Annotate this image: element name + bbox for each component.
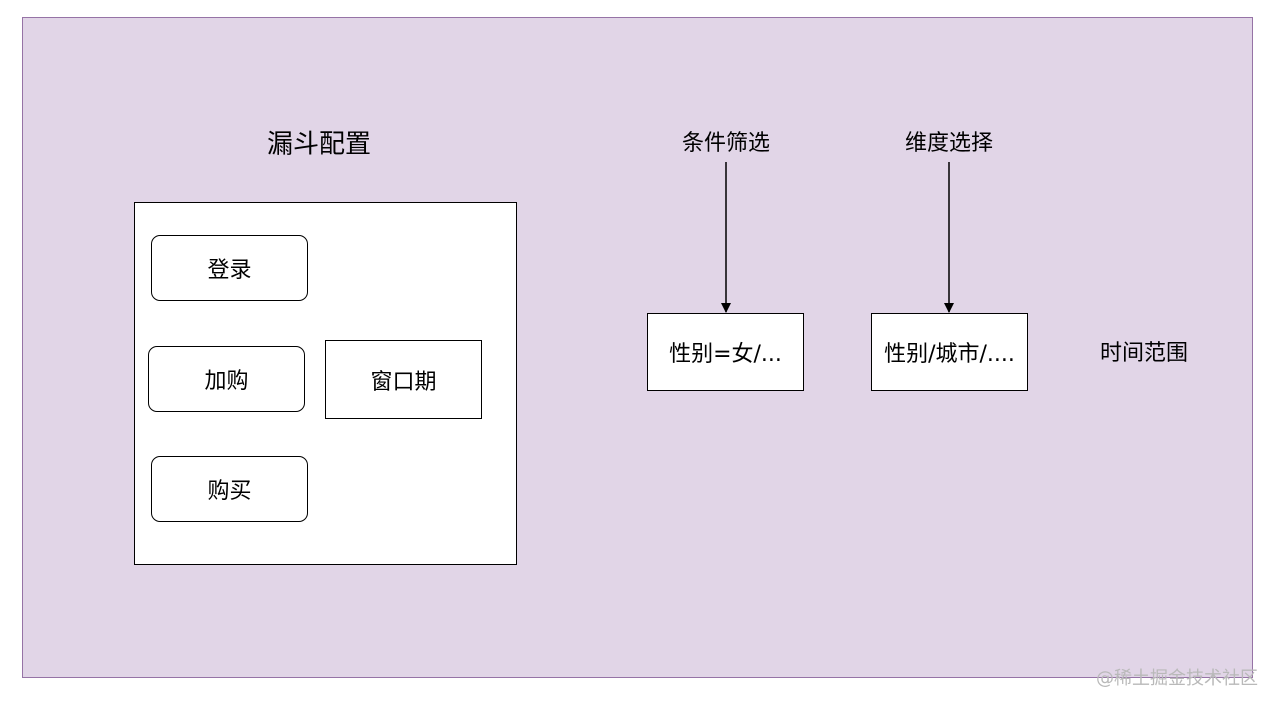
dimension-value-box: 性别/城市/....	[871, 313, 1028, 391]
watermark: @稀土掘金技术社区	[1096, 668, 1258, 689]
step-purchase: 购买	[151, 456, 308, 522]
step-add-to-cart: 加购	[148, 346, 305, 412]
time-range-label: 时间范围	[1099, 341, 1189, 366]
filter-value-box: 性别=女/...	[647, 313, 804, 391]
funnel-config-title: 漏斗配置	[266, 129, 372, 160]
dimension-title: 维度选择	[904, 131, 994, 156]
step-login: 登录	[151, 235, 308, 301]
filter-title: 条件筛选	[681, 131, 771, 156]
window-period-box: 窗口期	[325, 340, 482, 419]
